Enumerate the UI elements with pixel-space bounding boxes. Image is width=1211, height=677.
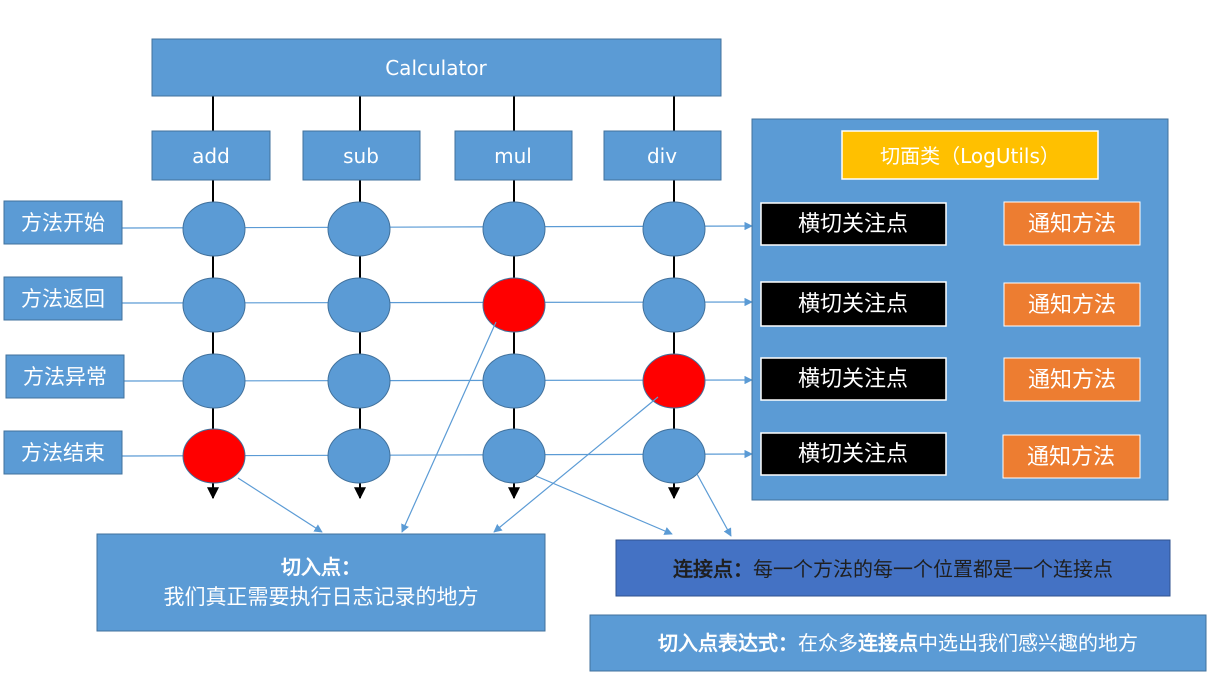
pointer-arrows bbox=[237, 321, 732, 537]
expression-text1: 在众多 bbox=[798, 631, 858, 655]
join-point-mul-4 bbox=[482, 428, 546, 484]
pointcut-desc: 我们真正需要执行日志记录的地方 bbox=[164, 585, 479, 609]
join-point-div-1 bbox=[642, 201, 706, 257]
concern-label: 横切关注点 bbox=[798, 367, 908, 392]
svg-text:方法返回: 方法返回 bbox=[21, 287, 105, 311]
method-box-add: add bbox=[151, 130, 271, 181]
join-point-add-2 bbox=[182, 277, 246, 333]
method-label: add bbox=[192, 144, 230, 168]
calculator-title: Calculator bbox=[385, 56, 487, 80]
join-point-sub-2 bbox=[327, 277, 391, 333]
aspect-panel: 切面类（LogUtils） 横切关注点 通知方法 横切关注点 通知方法 横切关注… bbox=[751, 118, 1169, 501]
join-point-div-3 bbox=[642, 353, 706, 409]
method-label: sub bbox=[343, 144, 379, 168]
advice-label: 通知方法 bbox=[1028, 293, 1116, 318]
expression-text2: 中选出我们感兴趣的地方 bbox=[918, 631, 1138, 655]
pointcut-box: 切入点： 我们真正需要执行日志记录的地方 bbox=[96, 533, 546, 632]
advice-label: 通知方法 bbox=[1027, 445, 1115, 470]
stage-label-start: 方法开始 bbox=[3, 200, 123, 245]
method-box-div: div bbox=[603, 130, 722, 181]
concern-label: 横切关注点 bbox=[798, 292, 908, 317]
join-point-add-4 bbox=[182, 428, 246, 484]
expression-box: 切入点表达式：在众多连接点中选出我们感兴趣的地方 bbox=[589, 614, 1207, 672]
join-point-sub-1 bbox=[327, 201, 391, 257]
pointcut-title: 切入点： bbox=[281, 555, 361, 579]
expression-bold2: 连接点 bbox=[858, 631, 918, 655]
arrow-div-exception-to-pointcut bbox=[493, 396, 659, 533]
join-point-div-2 bbox=[642, 277, 706, 333]
joinpoint-box: 连接点：每一个方法的每一个位置都是一个连接点 bbox=[615, 539, 1171, 597]
advice-label: 通知方法 bbox=[1028, 212, 1116, 237]
join-point-sub-3 bbox=[327, 353, 391, 409]
concern-row-1: 横切关注点 通知方法 bbox=[760, 201, 1141, 246]
method-box-mul: mul bbox=[454, 130, 573, 181]
concern-label: 横切关注点 bbox=[798, 442, 908, 467]
stage-label-return: 方法返回 bbox=[3, 276, 123, 321]
arrow-mul-return-to-pointcut bbox=[401, 321, 497, 533]
stage-labels: 方法开始 方法返回 方法异常 方法结束 bbox=[3, 200, 125, 475]
calculator-box: Calculator bbox=[151, 38, 722, 97]
concern-row-4: 横切关注点 通知方法 bbox=[760, 432, 1141, 479]
join-point-nodes bbox=[182, 201, 706, 484]
svg-text:方法结束: 方法结束 bbox=[21, 441, 105, 465]
joinpoint-text: 连接点：每一个方法的每一个位置都是一个连接点 bbox=[673, 557, 1113, 581]
method-label: div bbox=[647, 144, 677, 168]
expression-text: 切入点表达式：在众多连接点中选出我们感兴趣的地方 bbox=[658, 631, 1138, 655]
aspect-title: 切面类（LogUtils） bbox=[880, 144, 1060, 168]
svg-text:方法开始: 方法开始 bbox=[21, 211, 105, 235]
method-label: mul bbox=[494, 144, 532, 168]
svg-text:方法异常: 方法异常 bbox=[23, 365, 107, 389]
join-point-mul-1 bbox=[482, 201, 546, 257]
stage-label-exception: 方法异常 bbox=[5, 354, 125, 399]
concern-label: 横切关注点 bbox=[798, 212, 908, 237]
concern-row-3: 横切关注点 通知方法 bbox=[760, 357, 1141, 402]
join-point-div-4 bbox=[642, 428, 706, 484]
concern-row-2: 横切关注点 通知方法 bbox=[760, 281, 1141, 327]
stage-label-end: 方法结束 bbox=[3, 430, 123, 475]
stage-lines bbox=[121, 221, 753, 459]
aspect-title-box: 切面类（LogUtils） bbox=[841, 130, 1099, 180]
join-point-add-1 bbox=[182, 201, 246, 257]
arrow-add-end-to-pointcut bbox=[237, 477, 323, 533]
joinpoint-bold: 连接点： bbox=[673, 557, 753, 581]
join-point-sub-4 bbox=[327, 428, 391, 484]
arrow-mul-end-to-joinpoint bbox=[535, 475, 673, 535]
method-boxes: add sub mul div bbox=[151, 130, 722, 181]
advice-label: 通知方法 bbox=[1028, 368, 1116, 393]
joinpoint-desc: 每一个方法的每一个位置都是一个连接点 bbox=[753, 557, 1113, 581]
join-point-add-3 bbox=[182, 353, 246, 409]
arrow-div-end-to-joinpoint bbox=[696, 473, 732, 537]
join-point-mul-2 bbox=[482, 277, 546, 333]
join-point-mul-3 bbox=[482, 353, 546, 409]
expression-bold1: 切入点表达式： bbox=[658, 631, 798, 655]
method-box-sub: sub bbox=[302, 130, 421, 181]
